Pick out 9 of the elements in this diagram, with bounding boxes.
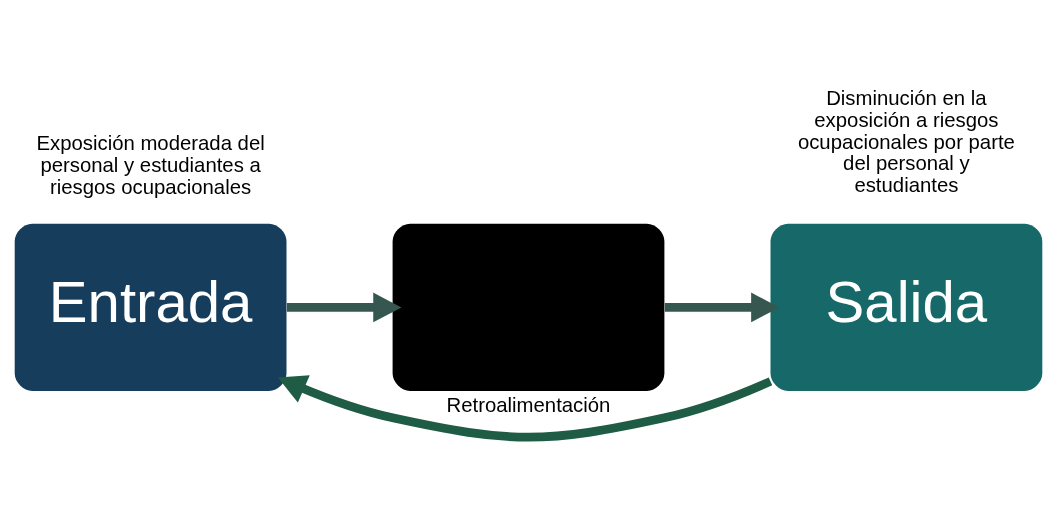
node-box: Salida xyxy=(770,223,1043,391)
arrow xyxy=(286,292,402,323)
node-label: Exposición moderada del personal y estudiantes a riesgos ocupacionales xyxy=(36,131,265,198)
arrow xyxy=(664,292,780,323)
node-box xyxy=(392,223,665,391)
node-label: Disminución en la exposición a riesgos ocupacionales por parte del personal y estudiantes xyxy=(797,86,1015,197)
arrow xyxy=(277,375,773,442)
node-box: Entrada xyxy=(14,223,287,391)
edge-label: Retroalimentación xyxy=(446,394,611,417)
